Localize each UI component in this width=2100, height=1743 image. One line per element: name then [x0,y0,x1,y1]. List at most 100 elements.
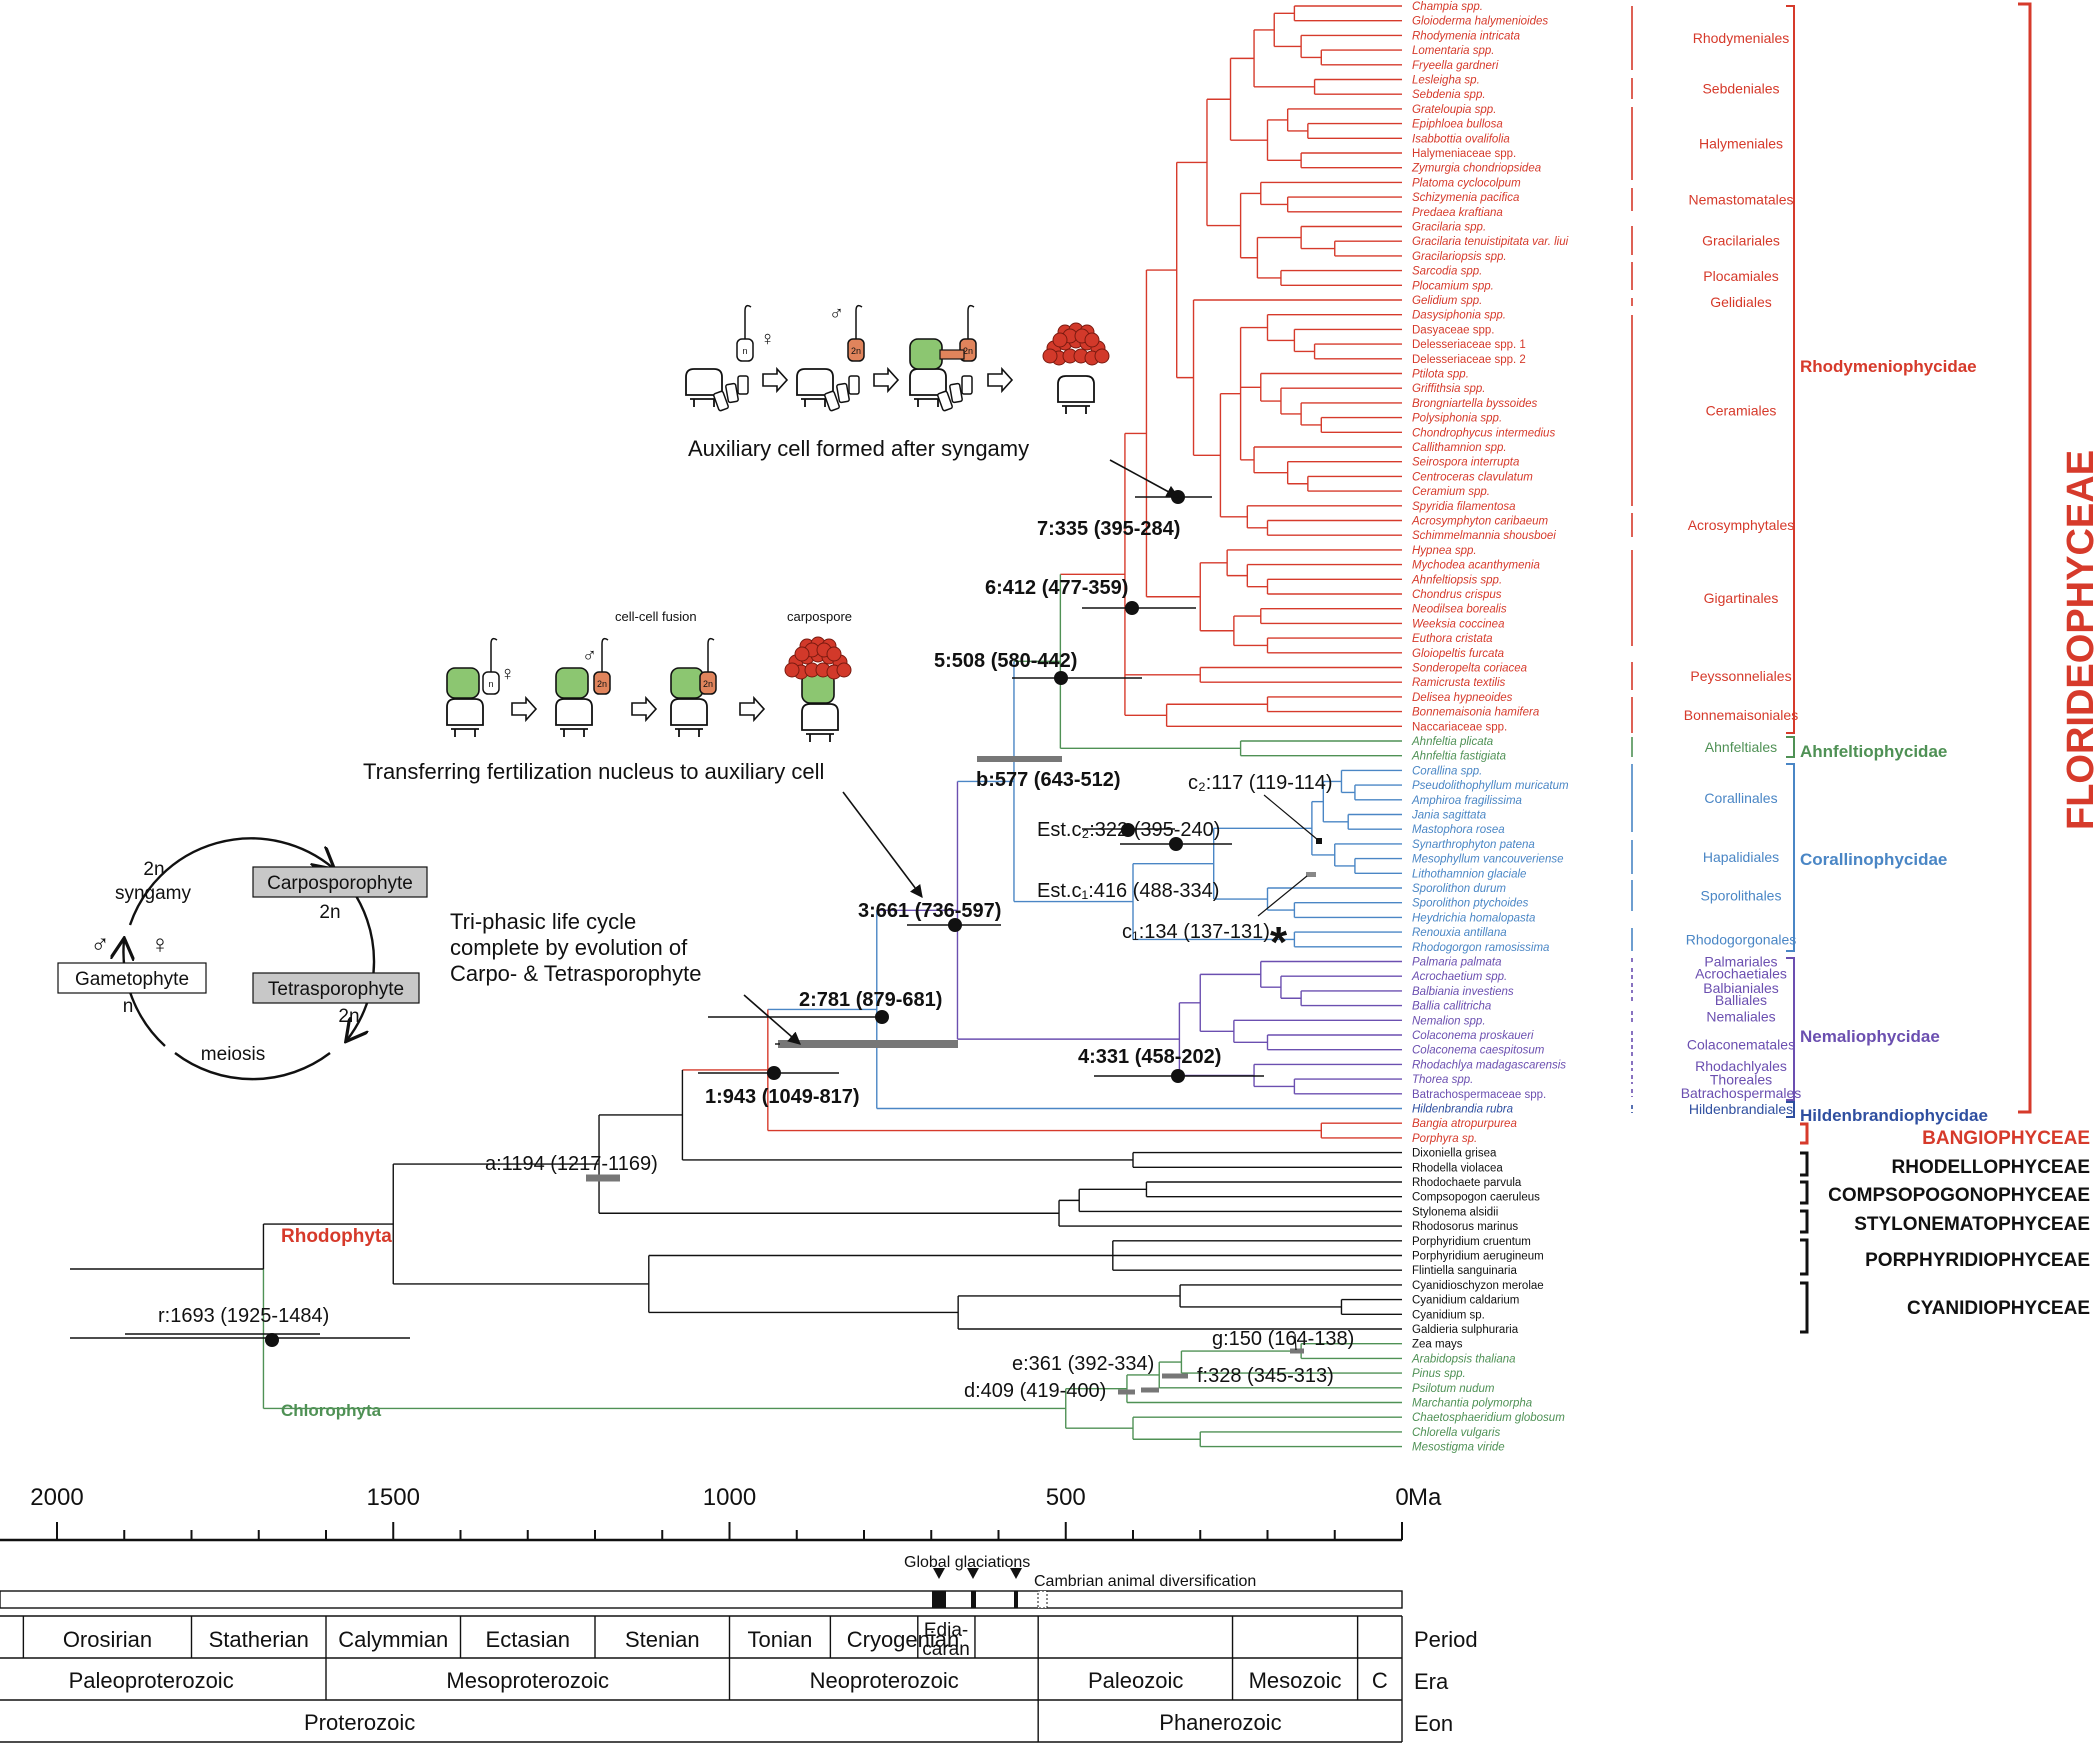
taxon-label: Rhodymenia intricata [1412,30,1520,42]
era-label: C [1372,1668,1388,1693]
taxon-label: Epiphloea bullosa [1412,119,1503,131]
taxon-label: Hildenbrandia rubra [1412,1104,1513,1116]
hpd-bar [1141,1387,1159,1393]
glaciation-marker [1010,1568,1022,1579]
period-label: Calymmian [338,1627,448,1652]
filament-cell [961,375,973,395]
ploidy-mark: 2n [597,679,607,689]
arrow-triphasic [743,994,801,1045]
node-label: 5:508 (580-442) [934,650,1077,672]
taxa-labels: Champia spp.Gloioderma halymenioidesRhod… [1411,1,1569,1454]
life-cycle-diagram: Carposporophyte Gametophyte Tetrasporoph… [57,837,428,1081]
era-label: Mesozoic [1249,1668,1342,1693]
taxon-label: Nemalion spp. [1412,1015,1486,1027]
carpo-ploidy: 2n [319,902,340,923]
taxon-label: Grateloupia spp. [1412,104,1496,116]
taxon-label: Gracilaria spp. [1412,222,1486,234]
support-cell [1057,375,1095,403]
taxon-label: Lesleigha sp. [1412,75,1480,87]
taxon-label: Ahnfeltia plicata [1411,736,1493,748]
order-label: Peyssonneliales [1690,668,1791,684]
phylum-rhodophyta: Rhodophyta [281,1226,392,1247]
taxon-label: Ahnfeltia fastigiata [1411,751,1506,763]
taxon-label: Fryeella gardneri [1412,60,1499,72]
phylum-chlorophyta: Chlorophyta [281,1401,382,1420]
taxon-label: Platoma cyclocolpum [1412,177,1521,189]
row-label-eon: Eon [1414,1711,1453,1736]
order-label: Gracilariales [1702,233,1780,249]
trichogyne [855,304,863,339]
annotation-triphasic-1: Tri-phasic life cycle [450,909,636,934]
class-label: RHODELLOPHYCEAE [1892,1157,2090,1178]
tetrasporophyte-box [252,972,420,1004]
node-label: d:409 (419-400) [964,1380,1106,1402]
support-cell [685,368,723,396]
taxon-label: Weeksia coccinea [1412,618,1504,630]
taxon-label: Plocamium spp. [1412,280,1494,292]
era-label: Mesoproterozoic [446,1668,609,1693]
period-label: Ectasian [486,1627,570,1652]
class-label-floridophyceae: FLORIDEOPHYCEAE [2060,450,2100,830]
taxon-label: Isabbottia ovalifolia [1412,133,1510,145]
glaciation-marker [967,1568,979,1579]
taxon-label: Lomentaria spp. [1412,45,1494,57]
meiosis-label: meiosis [201,1044,265,1065]
arrow-g [1294,1333,1297,1351]
taxon-label: Bonnemaisonia hamifera [1412,707,1539,719]
taxon-label: Pseudolithophyllum muricatum [1412,780,1569,792]
node-dot [948,918,962,932]
row-label-era: Era [1414,1669,1449,1694]
class-bracket [2018,2,2032,1114]
node-dot [1169,837,1183,851]
era-label: Neoproterozoic [810,1668,959,1693]
period-label: Stenian [625,1627,700,1652]
subclass-bracket [1786,1101,1795,1118]
connecting-tube [939,349,965,360]
process-arrow [631,695,658,723]
order-label: Palmariales [1704,954,1777,970]
period-label: Cryogenian [847,1627,960,1652]
taxon-label: Galdieria sulphuraria [1412,1324,1519,1336]
axis-unit: Ma [1408,1484,1442,1511]
taxon-label: Dixoniella grisea [1412,1148,1497,1160]
trichogyne [744,304,752,339]
trichogyne [490,637,498,672]
hpd-bar [1118,1389,1135,1395]
subclass-bracket [1786,5,1795,734]
class-label: CYANIDIOPHYCEAE [1907,1298,2090,1319]
carposporophyte-box [252,866,428,898]
eon-label: Phanerozoic [1159,1710,1281,1735]
period-label: Statherian [209,1627,309,1652]
order-label: Ceramiales [1706,403,1777,419]
process-arrow [511,695,538,723]
carpospore [1084,332,1100,348]
node-label: Est.c₂:322 (395-240) [1037,819,1220,841]
svg-text:Gametophyte: Gametophyte [75,969,189,990]
class-label: STYLONEMATOPHYCEAE [1854,1214,2090,1235]
svg-text:Tetrasporophyte: Tetrasporophyte [268,979,404,1000]
taxon-label: Stylonema alsidii [1412,1206,1498,1218]
taxon-label: Sarcodia spp. [1412,266,1482,278]
taxon-label: Centroceras clavulatum [1412,471,1533,483]
filament-cell [848,375,860,395]
carpospore [836,662,852,678]
taxon-label: Sonderopelta coriacea [1412,663,1527,675]
male-symbol: ♂ [829,303,844,325]
taxon-label: Synarthrophyton patena [1412,839,1535,851]
taxon-label: Chondrophycus intermedius [1412,427,1555,439]
trichogyne [967,304,975,339]
node-dot [1125,601,1139,615]
taxon-label: Chondrus crispus [1412,589,1502,601]
node-label: Est.c₁:416 (488-334) [1037,880,1219,902]
glaciation-marker [933,1568,945,1579]
node-dot [265,1333,279,1347]
trichogyne [601,637,609,672]
taxon-label: Balbiania investiens [1412,986,1514,998]
support-cell [909,368,947,396]
node-label: e:361 (392-334) [1012,1353,1154,1375]
svg-text:Carposporophyte: Carposporophyte [267,873,413,894]
male-symbol: ♂ [582,645,597,667]
ploidy-mark: n [488,679,493,689]
subclass-label: Hildenbrandiophycidae [1800,1106,1988,1125]
